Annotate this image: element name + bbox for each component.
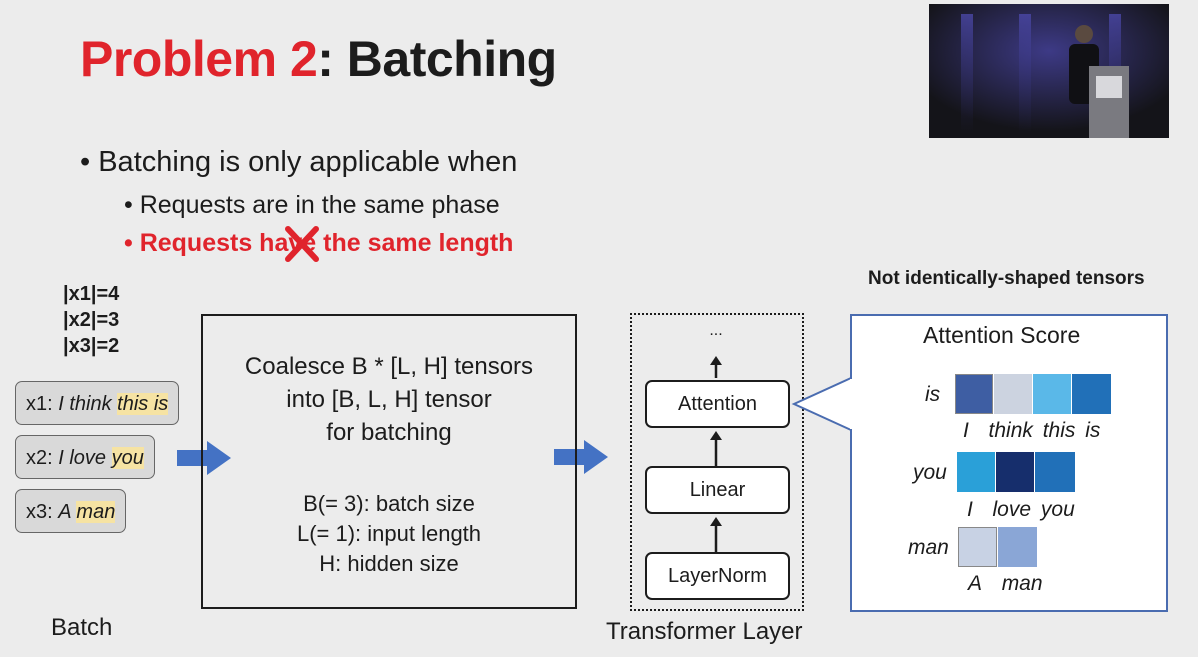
bullet-sub-length: • Requests have the same length	[124, 226, 513, 262]
tokens-row-you: I love you	[967, 498, 1075, 521]
struck-text: ve	[285, 226, 320, 262]
bullet-sub-phase: • Requests are in the same phase	[124, 191, 500, 219]
score-row-is	[955, 374, 1112, 414]
score-cell	[996, 452, 1034, 492]
arrow-right-icon	[554, 440, 608, 474]
ellipsis: ...	[709, 322, 723, 339]
title-rest: : Batching	[317, 31, 557, 87]
batch-label: Batch	[51, 614, 113, 641]
length-x2: |x2|=3	[63, 309, 120, 331]
arrow-right-icon	[177, 441, 231, 475]
cross-out-icon	[285, 226, 320, 262]
input-request-x1: x1: I think this is	[15, 381, 180, 425]
score-cell	[998, 527, 1037, 567]
score-cell	[1033, 374, 1071, 414]
input-request-x3: x3: A man	[15, 489, 127, 533]
score-cell	[957, 452, 995, 492]
layer-linear: Linear	[645, 466, 790, 514]
def-batch-size: B(= 3): batch size	[303, 491, 475, 516]
coalesce-box: Coalesce B * [L, H] tensors into [B, L, …	[201, 314, 577, 609]
tokens-row-man: A man	[968, 572, 1043, 595]
input-request-x2: x2: I love you	[15, 435, 155, 479]
score-cell	[958, 527, 997, 567]
callout-heading: Not identically-shaped tensors	[868, 268, 1145, 289]
coalesce-line-1: Coalesce B * [L, H] tensors	[244, 353, 534, 380]
layer-layernorm: LayerNorm	[645, 552, 790, 600]
speaker-video-frame	[929, 4, 1169, 138]
query-is: is	[925, 383, 941, 406]
transformer-layer-box	[630, 313, 804, 611]
layer-attention: Attention	[645, 380, 790, 428]
score-cell	[1072, 374, 1111, 414]
coalesce-line-3: for batching	[326, 419, 452, 446]
score-cell	[955, 374, 993, 414]
def-input-length: L(= 1): input length	[296, 521, 482, 546]
length-x3: |x3|=2	[63, 335, 120, 357]
slide-title: Problem 2: Batching	[80, 30, 557, 88]
bullet-main: • Batching is only applicable when	[80, 146, 518, 178]
score-row-man	[958, 527, 1038, 567]
callout-pointer	[791, 377, 854, 431]
title-highlight: Problem 2	[80, 31, 318, 87]
score-cell	[994, 374, 1032, 414]
tokens-row-is: I think this is	[963, 419, 1101, 442]
score-cell	[1035, 452, 1075, 492]
coalesce-line-2: into [B, L, H] tensor	[286, 386, 492, 413]
query-you: you	[913, 461, 947, 484]
score-row-you	[957, 452, 1076, 492]
speaker-video-inset	[929, 4, 1169, 138]
transformer-layer-label: Transformer Layer	[606, 618, 803, 645]
attention-score-title: Attention Score	[923, 322, 1081, 348]
query-man: man	[908, 536, 949, 559]
flow-arrows	[710, 356, 722, 552]
length-x1: |x1|=4	[63, 283, 120, 305]
def-hidden-size: H: hidden size	[319, 551, 459, 576]
